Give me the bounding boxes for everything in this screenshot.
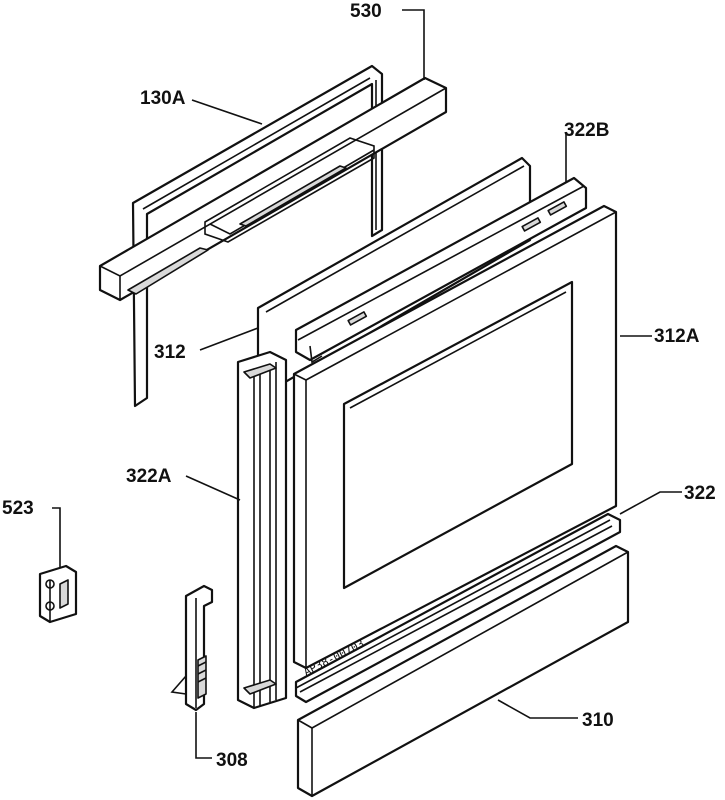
part-312a-outer-glass bbox=[292, 204, 618, 670]
label-322b: 322B bbox=[564, 120, 609, 141]
label-312: 312 bbox=[154, 342, 186, 363]
label-322: 322 bbox=[684, 483, 716, 504]
label-308: 308 bbox=[216, 750, 248, 771]
part-530-top-trim-bar bbox=[98, 76, 448, 302]
leader-lines bbox=[52, 9, 682, 759]
label-312a: 312A bbox=[654, 326, 700, 347]
leader-130a bbox=[191, 99, 263, 125]
leader-322 bbox=[619, 491, 682, 515]
leader-308 bbox=[195, 712, 212, 759]
label-310: 310 bbox=[582, 710, 614, 731]
label-530: 530 bbox=[350, 1, 382, 22]
part-523-hinge-bracket bbox=[38, 564, 78, 624]
label-523: 523 bbox=[2, 498, 34, 519]
label-130a: 130A bbox=[140, 88, 186, 109]
leader-312 bbox=[199, 327, 259, 351]
leader-523 bbox=[52, 507, 61, 568]
leader-322a bbox=[185, 475, 241, 501]
leader-530 bbox=[402, 9, 425, 80]
part-322-bottom-holder bbox=[294, 512, 622, 704]
part-322b-top-holder bbox=[294, 176, 588, 364]
part-308-hinge-arm bbox=[170, 584, 214, 712]
part-310-bottom-panel bbox=[296, 544, 630, 798]
label-322a: 322A bbox=[126, 466, 172, 487]
part-322a-side-profile bbox=[236, 350, 288, 710]
leader-310 bbox=[497, 699, 578, 719]
